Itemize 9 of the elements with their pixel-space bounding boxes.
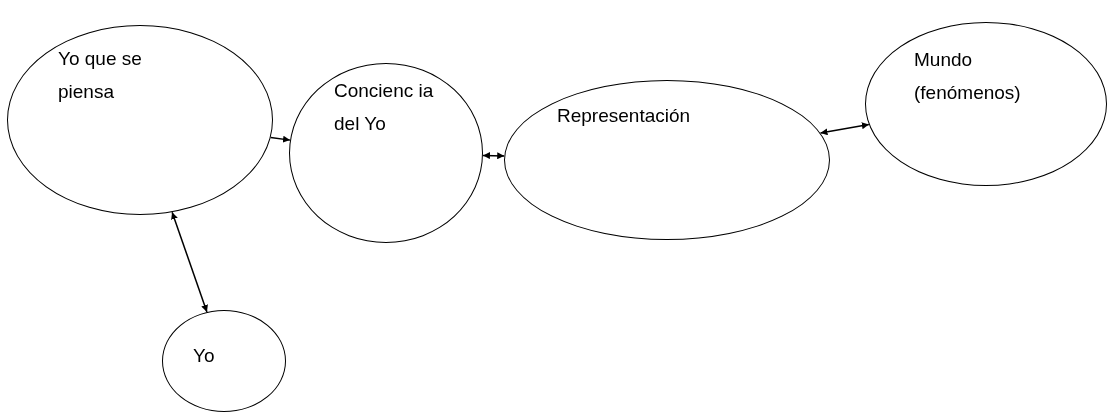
node-label: Mundo (fenómenos) bbox=[914, 48, 1022, 105]
arrow bbox=[269, 135, 291, 143]
arrow bbox=[482, 152, 505, 160]
node-label: Yo que se piensa bbox=[58, 47, 143, 104]
node-label: Concienc ia del Yo bbox=[334, 79, 435, 136]
node-label: Yo bbox=[193, 344, 216, 368]
arrow bbox=[171, 211, 208, 313]
arrow bbox=[819, 122, 870, 136]
node-label: Representación bbox=[557, 104, 692, 128]
